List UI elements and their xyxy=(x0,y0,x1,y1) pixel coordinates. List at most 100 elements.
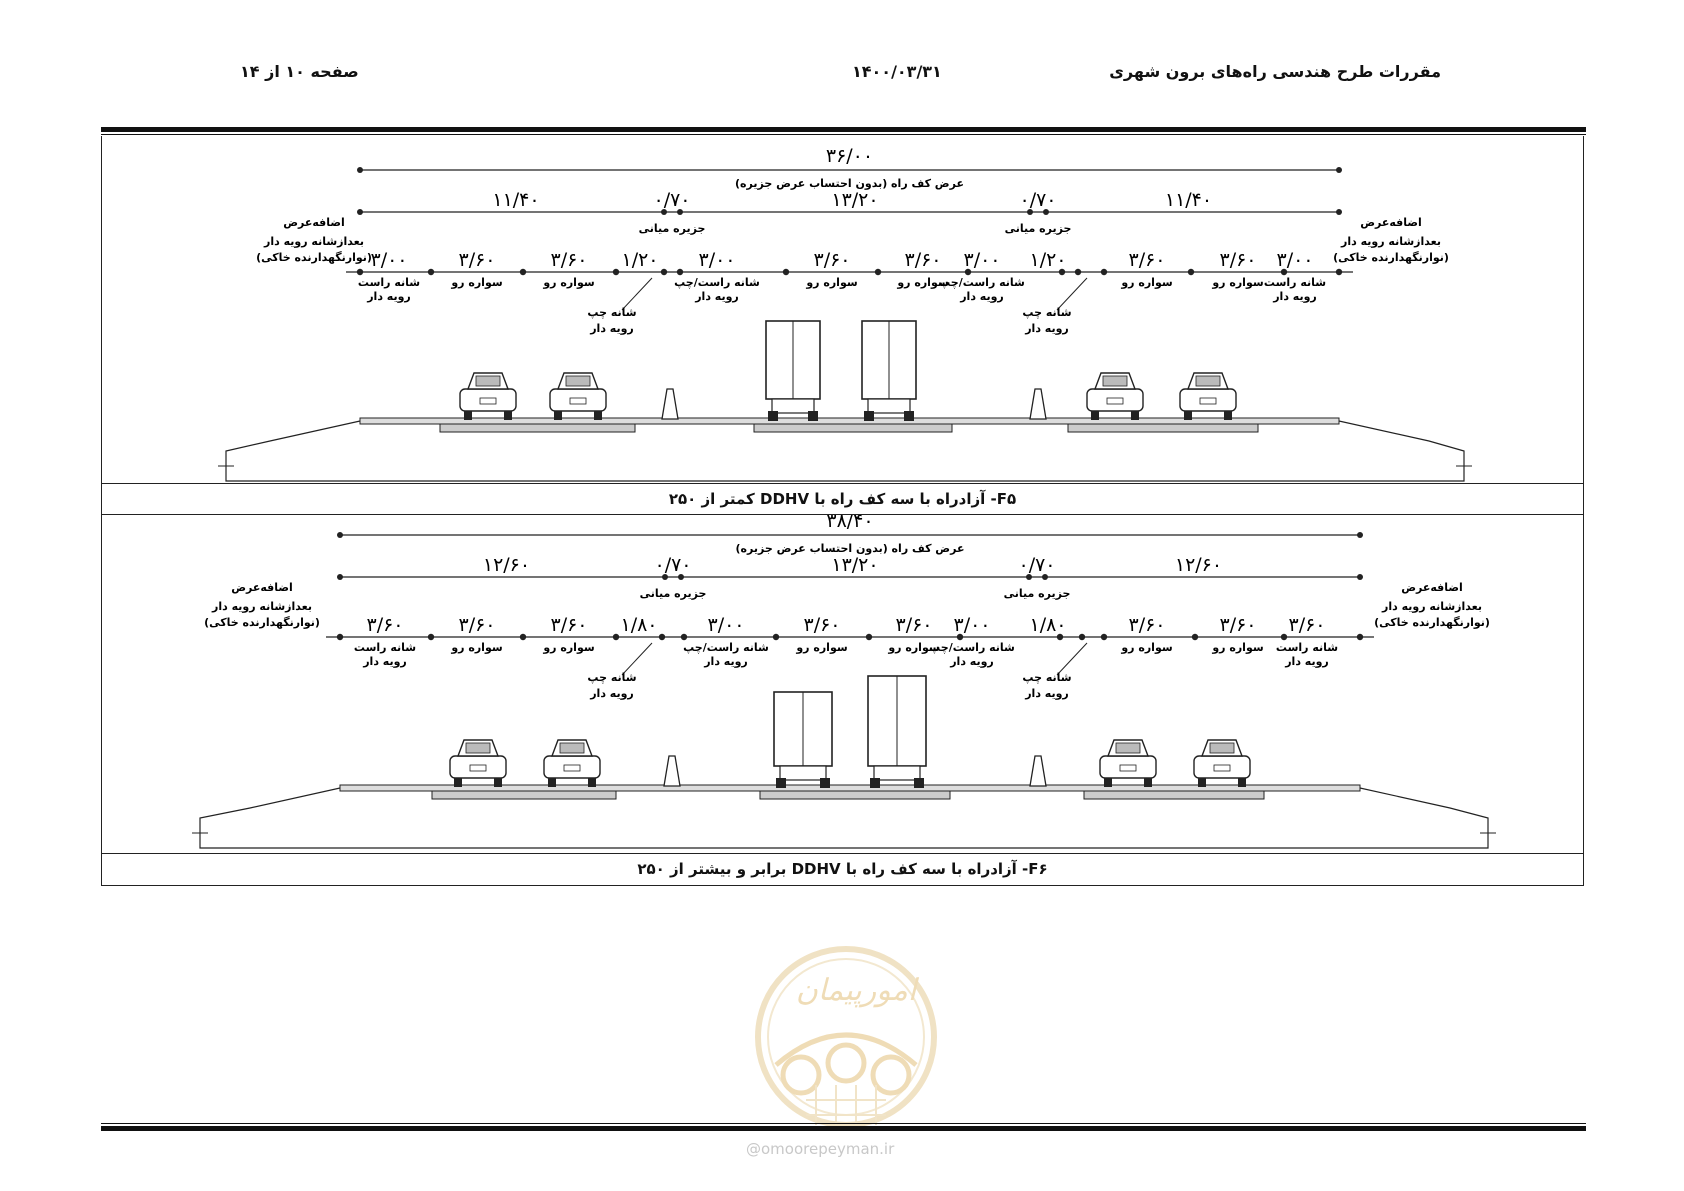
right-carriageway-width: ۱۱/۴۰ xyxy=(1165,189,1212,211)
segment-tick-4 xyxy=(658,633,666,641)
median-barrier-1 xyxy=(1029,388,1047,420)
extra-note-left-2: (نوارنگهدارنده خاکی) xyxy=(256,251,372,264)
segment-width-10: ۳/۶۰ xyxy=(1219,249,1256,271)
segment-tick-10 xyxy=(1078,633,1086,641)
segment-width-2: ۳/۶۰ xyxy=(550,249,587,271)
right-median-width: ۰/۷۰ xyxy=(1019,189,1056,211)
left-carriageway-width: ۱۱/۴۰ xyxy=(492,189,539,211)
left-shoulder-sublabel-0: رویه دار xyxy=(589,322,634,335)
left-median-label: جزیره میانی xyxy=(640,587,707,600)
total-width-line-dot-start xyxy=(357,167,363,173)
segment-width-3: ۱/۲۰ xyxy=(621,249,658,271)
segment-width-4: ۳/۰۰ xyxy=(698,249,735,271)
car-3 xyxy=(1193,739,1251,787)
segment-width-2: ۳/۶۰ xyxy=(550,614,587,636)
car-1 xyxy=(549,372,607,420)
segment-tick-5 xyxy=(676,268,684,276)
segment-tick-14 xyxy=(1356,633,1364,641)
right-median-label: جزیره میانی xyxy=(1004,587,1071,600)
segment-tick-9 xyxy=(1058,268,1066,276)
median-dot-1 xyxy=(677,209,683,215)
car-0 xyxy=(449,739,507,787)
watermark-logo: امورپیمان xyxy=(755,946,937,1128)
segment-width-6: ۳/۶۰ xyxy=(904,249,941,271)
segment-tick-14 xyxy=(1335,268,1343,276)
segment-width-0: ۳/۰۰ xyxy=(370,249,407,271)
segment-sublabel-0: رویه دار xyxy=(362,655,407,668)
segment-tick-7 xyxy=(874,268,882,276)
segment-label-5: سواره رو xyxy=(795,641,847,654)
segment-tick-7 xyxy=(865,633,873,641)
segment-width-5: ۳/۶۰ xyxy=(803,614,840,636)
median-dot-0 xyxy=(662,574,668,580)
segment-width-10: ۳/۶۰ xyxy=(1219,614,1256,636)
segment-width-3: ۱/۸۰ xyxy=(620,614,657,636)
segment-label-4: شانه راست/چپ xyxy=(674,276,760,289)
segment-label-2: سواره رو xyxy=(542,641,594,654)
total-width-line-dot-start xyxy=(337,532,343,538)
segment-sublabel-4: رویه دار xyxy=(694,290,739,303)
segment-label-9: سواره رو xyxy=(1120,276,1172,289)
extra-width-left: اضافه‌عرض xyxy=(231,581,293,594)
segment-label-10: سواره رو xyxy=(1211,276,1263,289)
extra-note-right-2: (نوارنگهدارنده خاکی) xyxy=(1333,251,1449,264)
segment-label-0: شانه راست xyxy=(354,641,416,654)
segment-tick-0 xyxy=(336,633,344,641)
median-dot-3 xyxy=(1042,574,1048,580)
median-dot-2 xyxy=(1026,574,1032,580)
segment-label-4: شانه راست/چپ xyxy=(683,641,769,654)
carriageway-dimension-line-dot-end xyxy=(1357,574,1363,580)
segment-tick-2 xyxy=(519,633,527,641)
segment-tick-8 xyxy=(956,633,964,641)
segment-sublabel-4: رویه دار xyxy=(703,655,748,668)
top-rule xyxy=(101,127,1586,132)
extra-note-right-2: (نوارنگهدارنده خاکی) xyxy=(1374,616,1490,629)
segment-label-10: سواره رو xyxy=(1211,641,1263,654)
segment-sublabel-7: رویه دار xyxy=(949,655,994,668)
page-number: صفحه ۱۰ از ۱۴ xyxy=(240,62,359,81)
center-carriageway-width: ۱۳/۲۰ xyxy=(831,189,878,211)
total-width-line-dot-end xyxy=(1336,167,1342,173)
segment-sublabel-0: رویه دار xyxy=(366,290,411,303)
extra-note-right-1: بعدازشانه رویه دار xyxy=(1381,600,1482,613)
pavement-base-0 xyxy=(439,423,636,433)
segment-width-9: ۳/۶۰ xyxy=(1128,614,1165,636)
pavement-base-1 xyxy=(759,790,951,800)
truck-0 xyxy=(773,691,833,788)
figure-f5-caption: F۵- آزادراه با سه کف راه با DDHV کمتر از… xyxy=(101,484,1584,515)
car-1 xyxy=(543,739,601,787)
segment-label-7: شانه راست/چپ xyxy=(939,276,1025,289)
segment-tick-12 xyxy=(1191,633,1199,641)
median-dot-2 xyxy=(1027,209,1033,215)
median-dot-1 xyxy=(678,574,684,580)
segment-sublabel-11: رویه دار xyxy=(1272,290,1317,303)
top-rule-thin xyxy=(101,134,1586,135)
segment-width-7: ۳/۰۰ xyxy=(953,614,990,636)
segment-tick-6 xyxy=(772,633,780,641)
car-0 xyxy=(459,372,517,420)
segment-tick-8 xyxy=(964,268,972,276)
pavement-surface xyxy=(339,784,1361,792)
car-2 xyxy=(1099,739,1157,787)
car-2 xyxy=(1086,372,1144,420)
segment-tick-2 xyxy=(519,268,527,276)
segment-width-7: ۳/۰۰ xyxy=(963,249,1000,271)
left-median-width: ۰/۷۰ xyxy=(653,189,690,211)
segment-tick-0 xyxy=(356,268,364,276)
segment-tick-4 xyxy=(660,268,668,276)
document-date: ۱۴۰۰/۰۳/۳۱ xyxy=(852,62,942,81)
segment-width-9: ۳/۶۰ xyxy=(1128,249,1165,271)
median-dot-0 xyxy=(661,209,667,215)
segment-label-6: سواره رو xyxy=(887,641,939,654)
segment-tick-10 xyxy=(1074,268,1082,276)
bottom-rule xyxy=(101,1126,1586,1131)
left-shoulder-leader-0 xyxy=(621,277,653,311)
right-median-label: جزیره میانی xyxy=(1005,222,1072,235)
segment-label-0: شانه راست xyxy=(358,276,420,289)
extra-note-left-1: بعدازشانه رویه دار xyxy=(211,600,312,613)
carriageway-dimension-line-dot-start xyxy=(337,574,343,580)
segment-width-8: ۱/۲۰ xyxy=(1029,249,1066,271)
segment-tick-1 xyxy=(427,268,435,276)
watermark-brand: امورپیمان xyxy=(796,973,920,1008)
